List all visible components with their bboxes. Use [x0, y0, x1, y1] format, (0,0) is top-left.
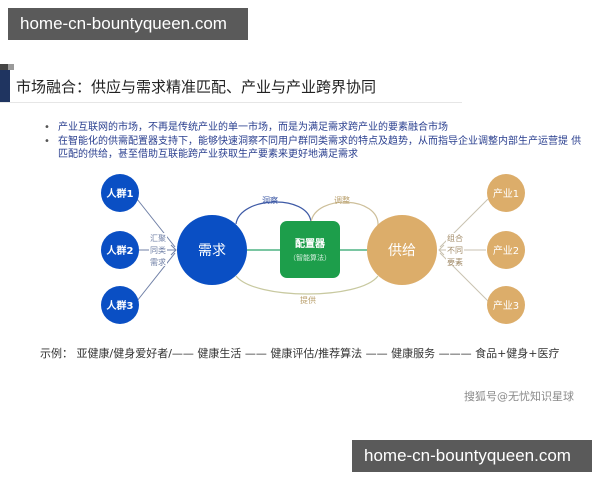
combine-label: 组合 不同 要素 [446, 233, 464, 267]
title-band [0, 66, 462, 103]
provide-label: 提供 [300, 295, 316, 305]
svg-text:要素: 要素 [447, 257, 463, 267]
watermark-bottom: home-cn-bountyqueen.com [352, 440, 592, 472]
bullet-item: 在智能化的供需配置器支持下，能够快速洞察不同用户群同类需求的特点及趋势，从而指导… [44, 135, 584, 162]
user-group-3-label: 人群3 [107, 299, 134, 312]
insight-label: 洞察 [262, 195, 278, 205]
svg-text:汇聚: 汇聚 [150, 234, 166, 243]
watermark-top: home-cn-bountyqueen.com [8, 8, 248, 40]
svg-text:需求: 需求 [150, 257, 166, 267]
industry-3-label: 产业3 [493, 299, 519, 312]
configurator-subtitle: （智能算法） [289, 253, 331, 262]
example-line: 示例： 亚健康/健身爱好者/—— 健康生活 —— 健康评估/推荐算法 —— 健康… [40, 345, 560, 361]
insight-arc [235, 201, 312, 225]
industry-2-label: 产业2 [493, 244, 519, 257]
supply-node [367, 215, 437, 285]
user-group-nodes: 人群1 人群2 人群3 [101, 174, 139, 324]
provide-arc [235, 275, 379, 295]
industry-nodes: 产业1 产业2 产业3 [487, 174, 525, 324]
slide-title: 市场融合：供应与需求精准匹配、产业与产业跨界协同 [16, 78, 377, 96]
user-group-1-label: 人群1 [107, 187, 134, 200]
adjust-label: 调整 [334, 195, 350, 205]
industry-1-label: 产业1 [493, 187, 519, 200]
demand-label: 需求 [198, 243, 226, 259]
bullet-item: 产业互联网的市场，不再是传统产业的单一市场，而是为满足需求跨产业的要素融合市场 [44, 121, 584, 135]
supply-demand-diagram: 人群1 人群2 人群3 汇聚 同类 需求 需求 配置器 （智能算法） 供给 组合… [101, 174, 525, 324]
example-label: 示例： [40, 347, 73, 360]
title-accent-bar [0, 70, 10, 102]
demand-node [177, 215, 247, 285]
svg-text:不同: 不同 [447, 246, 463, 255]
aggregate-label: 汇聚 同类 需求 [149, 233, 167, 267]
supply-label: 供给 [388, 243, 416, 259]
adjust-arc [310, 201, 379, 227]
svg-text:组合: 组合 [447, 233, 463, 243]
svg-text:同类: 同类 [150, 245, 166, 255]
bullet-list: 产业互联网的市场，不再是传统产业的单一市场，而是为满足需求跨产业的要素融合市场 … [44, 121, 584, 162]
title-accent-dark [0, 64, 8, 70]
source-watermark: 搜狐号@无忧知识星球 [464, 390, 574, 403]
configurator-title: 配置器 [295, 238, 326, 250]
example-text: 亚健康/健身爱好者/—— 健康生活 —— 健康评估/推荐算法 —— 健康服务 —… [76, 347, 560, 360]
configurator-node [280, 221, 340, 278]
user-group-2-label: 人群2 [107, 244, 134, 257]
